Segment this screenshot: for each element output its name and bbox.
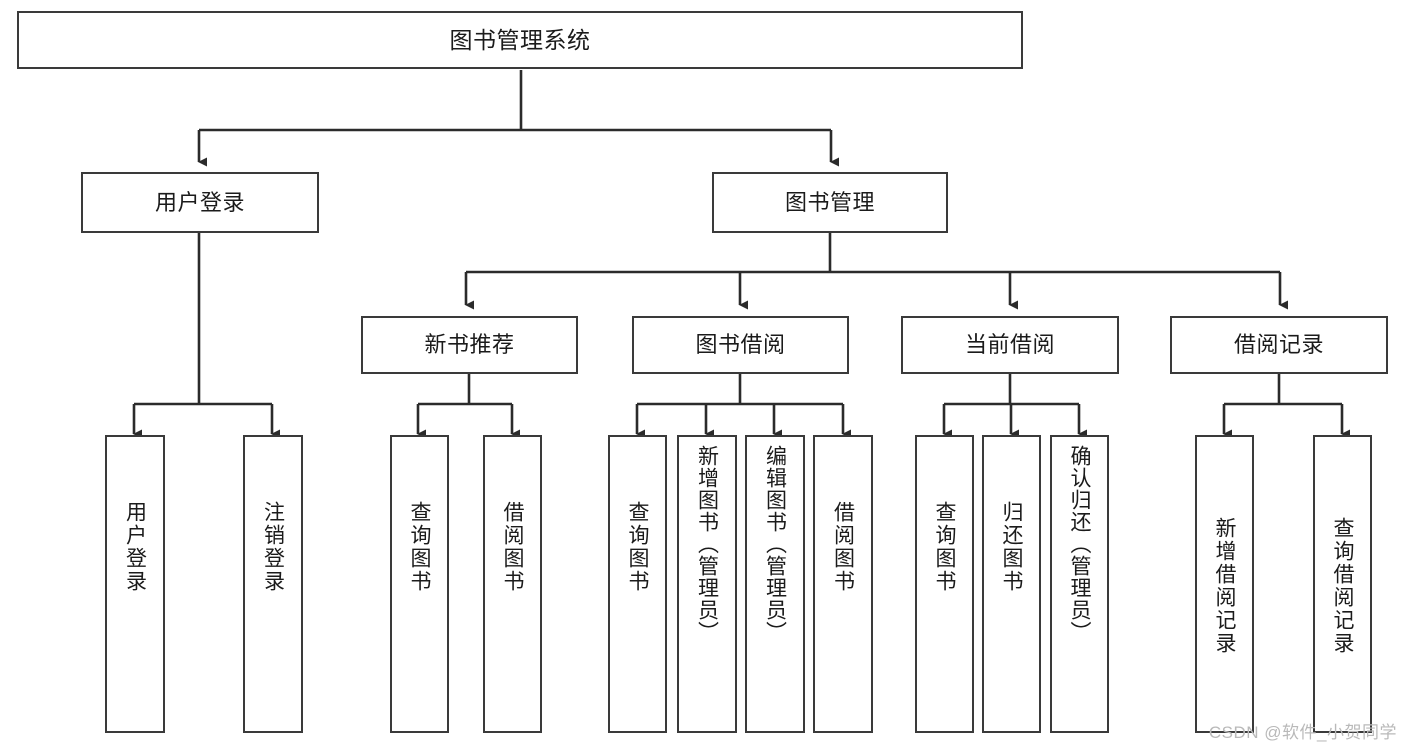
node-book-management-label: 图书管理 [784, 189, 875, 215]
node-current-borrow[interactable]: 当前借阅 [901, 316, 1119, 374]
node-user-login-label: 用户登录 [154, 189, 245, 215]
leaf-borrow-add-book-admin-label: 新增图书（管理员） [695, 445, 719, 643]
leaf-new-book-query[interactable]: 查询图书 [390, 435, 449, 733]
leaf-current-return-book[interactable]: 归还图书 [982, 435, 1041, 733]
leaf-borrow-query-book-label: 查询图书 [626, 501, 649, 593]
leaf-borrow-edit-book-admin-label: 编辑图书（管理员） [763, 445, 787, 643]
leaf-user-login-logout[interactable]: 注销登录 [243, 435, 303, 733]
leaf-record-query-record-label: 查询借阅记录 [1331, 517, 1354, 655]
node-current-borrow-label: 当前借阅 [964, 332, 1055, 358]
leaf-borrow-edit-book-admin[interactable]: 编辑图书（管理员） [745, 435, 805, 733]
leaf-borrow-add-book-admin[interactable]: 新增图书（管理员） [677, 435, 737, 733]
leaf-current-confirm-return-admin[interactable]: 确认归还（管理员） [1050, 435, 1109, 733]
leaf-record-add-record-label: 新增借阅记录 [1213, 517, 1236, 655]
leaf-current-query-book[interactable]: 查询图书 [915, 435, 974, 733]
node-root-system-label: 图书管理系统 [449, 26, 591, 53]
node-borrow-record-label: 借阅记录 [1233, 332, 1324, 358]
leaf-new-book-borrow[interactable]: 借阅图书 [483, 435, 542, 733]
leaf-current-query-book-label: 查询图书 [933, 501, 956, 593]
node-user-login[interactable]: 用户登录 [81, 172, 319, 233]
node-root-system[interactable]: 图书管理系统 [17, 11, 1023, 69]
node-borrow-record[interactable]: 借阅记录 [1170, 316, 1388, 374]
leaf-current-confirm-return-admin-label: 确认归还（管理员） [1068, 445, 1091, 643]
node-new-book-recommend-label: 新书推荐 [424, 332, 515, 358]
leaf-borrow-borrow-book[interactable]: 借阅图书 [813, 435, 873, 733]
leaf-current-return-book-label: 归还图书 [1000, 501, 1023, 593]
watermark-credit: CSDN @软件_小贺同学 [1208, 723, 1397, 742]
leaf-borrow-query-book[interactable]: 查询图书 [608, 435, 667, 733]
leaf-user-login-login-label: 用户登录 [123, 501, 147, 593]
leaf-record-query-record[interactable]: 查询借阅记录 [1313, 435, 1372, 733]
node-book-borrow[interactable]: 图书借阅 [632, 316, 849, 374]
leaf-user-login-logout-label: 注销登录 [261, 501, 285, 593]
leaf-new-book-query-label: 查询图书 [408, 501, 431, 593]
node-book-borrow-label: 图书借阅 [695, 332, 786, 358]
leaf-new-book-borrow-label: 借阅图书 [501, 501, 524, 593]
node-book-management[interactable]: 图书管理 [712, 172, 948, 233]
node-new-book-recommend[interactable]: 新书推荐 [361, 316, 578, 374]
leaf-record-add-record[interactable]: 新增借阅记录 [1195, 435, 1254, 733]
leaf-borrow-borrow-book-label: 借阅图书 [831, 501, 855, 593]
leaf-user-login-login[interactable]: 用户登录 [105, 435, 165, 733]
